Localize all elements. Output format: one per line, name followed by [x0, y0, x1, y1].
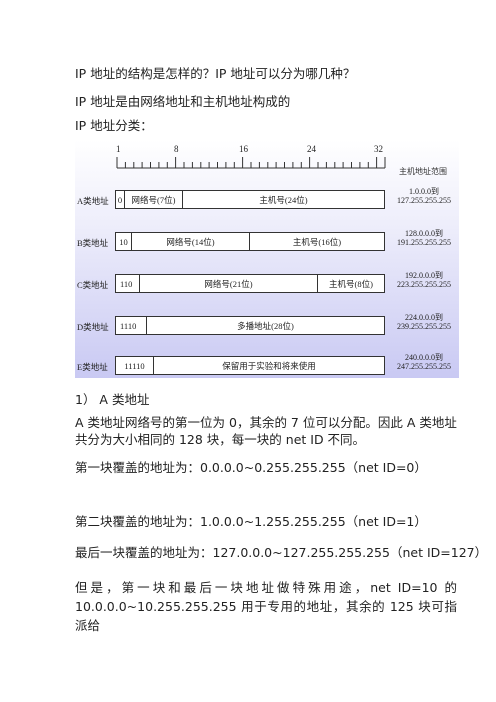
class-a-range: 1.0.0.0到 127.255.255.255 [389, 187, 459, 205]
class-d-range: 224.0.0.0到 239.255.255.255 [389, 313, 459, 331]
class-a-network: 网络号(7位) [125, 191, 183, 208]
class-b-range-end: 191.255.255.255 [397, 238, 451, 247]
class-c-prefix: 110 [116, 275, 140, 292]
paragraph-classification-heading: IP 地址分类： [75, 118, 153, 133]
class-b-prefix: 10 [116, 233, 132, 250]
paragraph-special-use: 但是，第一块和最后一块地址做特殊用途，net ID=10 的 10.0.0.0~… [75, 580, 457, 633]
ruler-tick-24: 24 [307, 144, 316, 154]
class-a-range-end: 127.255.255.255 [397, 196, 451, 205]
bit-ruler [116, 157, 386, 169]
class-e-reserved: 保留用于实验和将来使用 [222, 360, 316, 371]
paragraph-second-block: 第二块覆盖的地址为：1.0.0.0~1.255.255.255（net ID=1… [75, 514, 427, 529]
class-b-network: 网络号(14位) [132, 233, 250, 250]
class-a-prefix: 0 [116, 191, 125, 208]
class-a-format: 0 网络号(7位) 主机号(24位) [115, 190, 385, 209]
class-b-range-start: 128.0.0.0到 [405, 229, 443, 238]
class-e-label: E类地址 [77, 362, 108, 372]
class-a-label: A类地址 [77, 196, 109, 206]
class-d-prefix: 1110 [116, 317, 147, 334]
class-c-range-start: 192.0.0.0到 [405, 271, 443, 280]
class-c-label: C类地址 [77, 280, 109, 290]
paragraph-first-block: 第一块覆盖的地址为：0.0.0.0~0.255.255.255（net ID=0… [75, 460, 427, 475]
host-range-header: 主机地址范围 [399, 167, 447, 176]
paragraph-last-block: 最后一块覆盖的地址为：127.0.0.0~127.255.255.255（net… [75, 545, 488, 560]
class-c-host: 主机号(8位) [329, 278, 373, 289]
ruler-tick-8: 8 [174, 144, 179, 154]
class-d-multicast: 多播地址(28位) [237, 320, 294, 331]
class-e-range-end: 247.255.255.255 [397, 362, 451, 371]
class-b-range: 128.0.0.0到 191.255.255.255 [389, 229, 459, 247]
paragraph-address-composition: IP 地址是由网络地址和主机地址构成的 [75, 94, 291, 109]
class-d-range-start: 224.0.0.0到 [405, 313, 443, 322]
ip-class-figure: 1 8 16 24 32 主机地址范围 A类地址 0 网络号(7位) 主机号(2… [75, 140, 459, 378]
class-c-format: 110 网络号(21位) 主机号(8位) [115, 274, 385, 293]
class-e-range: 240.0.0.0到 247.255.255.255 [389, 353, 459, 371]
class-b-format: 10 网络号(14位) 主机号(16位) [115, 232, 385, 251]
class-d-label: D类地址 [77, 322, 109, 332]
paragraph-class-a-description: A 类地址网络号的第一位为 0，其余的 7 位可以分配。因此 A 类地址共分为大… [75, 415, 457, 447]
class-c-range: 192.0.0.0到 223.255.255.255 [389, 271, 459, 289]
question-title: IP 地址的结构是怎样的？IP 地址可以分为哪几种？ [75, 66, 356, 81]
class-e-range-start: 240.0.0.0到 [405, 353, 443, 362]
class-a-host: 主机号(24位) [259, 194, 308, 205]
class-b-host: 主机号(16位) [292, 236, 342, 247]
class-d-range-end: 239.255.255.255 [397, 322, 451, 331]
ruler-tick-1: 1 [116, 144, 121, 154]
class-c-network: 网络号(21位) [140, 275, 318, 292]
class-d-format: 1110 多播地址(28位) [115, 316, 385, 335]
class-c-range-end: 223.255.255.255 [397, 280, 451, 289]
ruler-tick-32: 32 [374, 144, 383, 154]
ruler-tick-16: 16 [239, 144, 248, 154]
section-class-a-heading: 1） A 类地址 [75, 392, 150, 407]
class-e-prefix: 11110 [116, 357, 154, 374]
class-a-range-start: 1.0.0.0到 [409, 187, 439, 196]
class-e-format: 11110 保留用于实验和将来使用 [115, 356, 385, 375]
class-b-label: B类地址 [77, 238, 109, 248]
